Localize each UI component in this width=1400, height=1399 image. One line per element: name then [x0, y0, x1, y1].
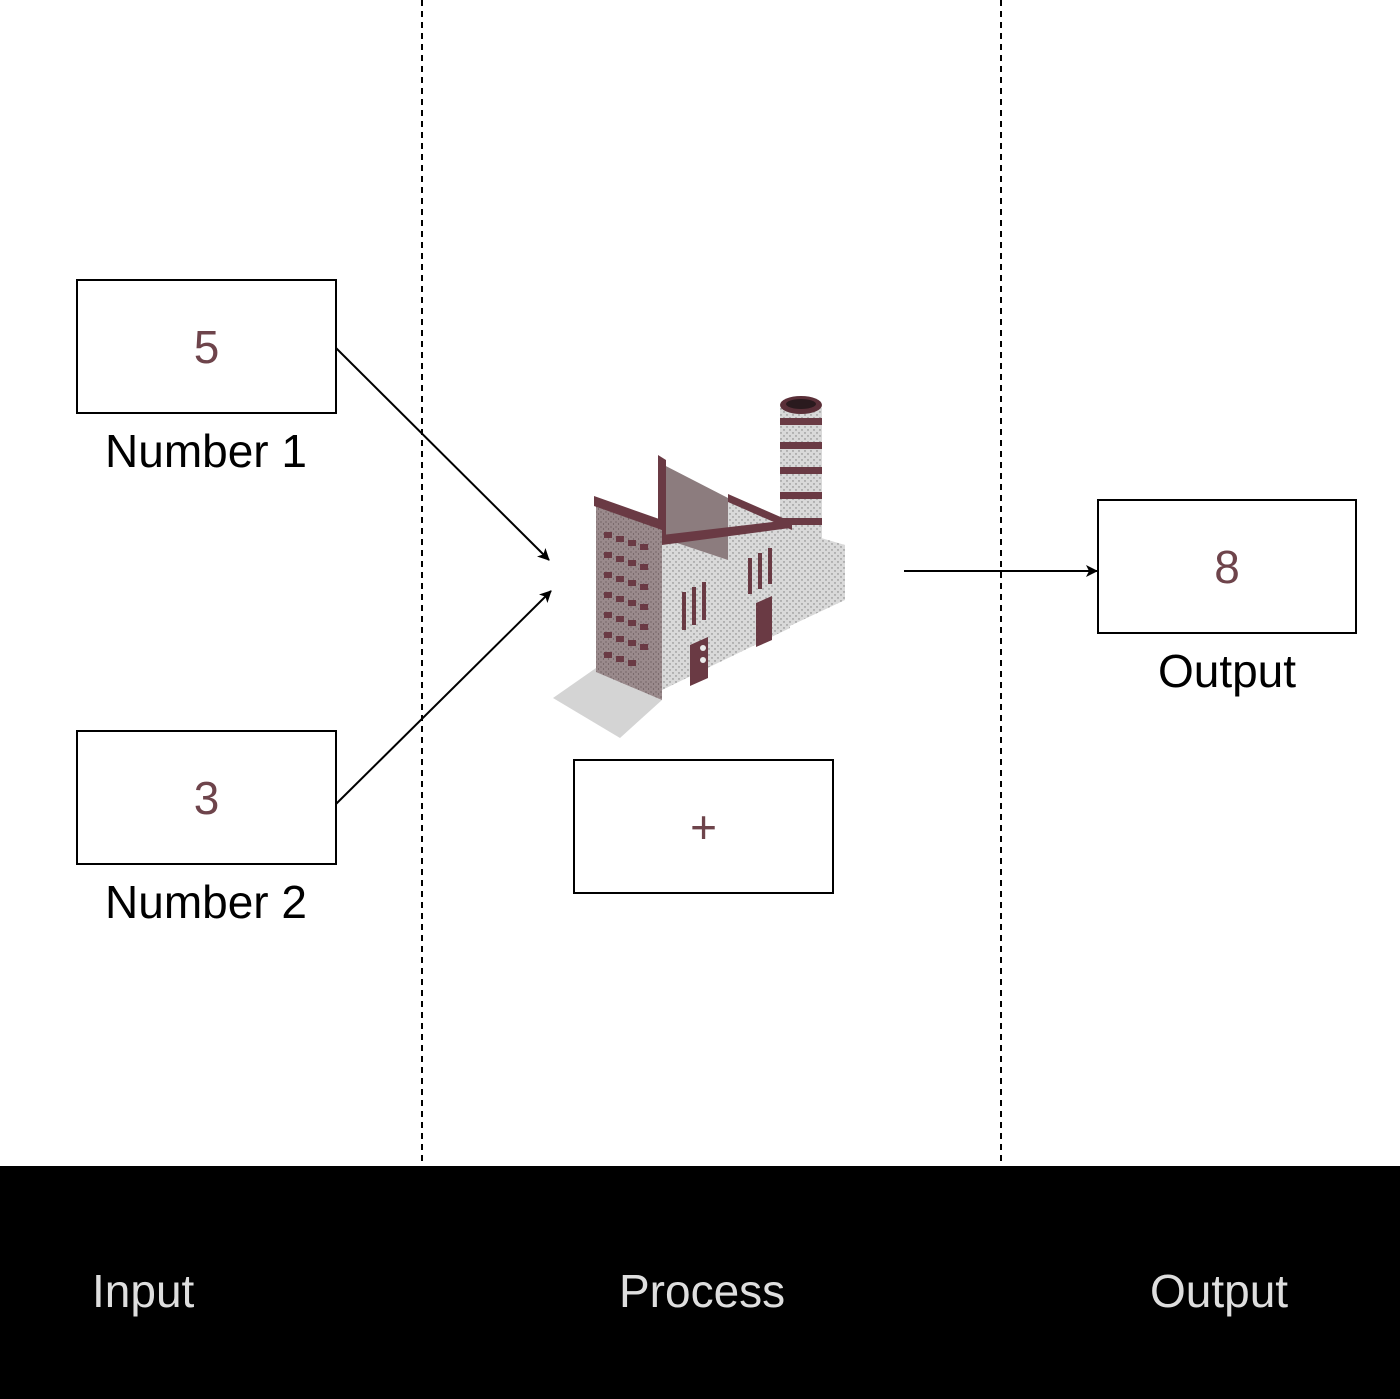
arrow-number2-to-process: [335, 590, 552, 805]
stage-label-input: Input: [92, 1265, 195, 1317]
number2-label: Number 2: [105, 876, 307, 928]
operator-symbol: +: [690, 800, 717, 853]
operator-box: +: [573, 759, 834, 894]
stage-footer: [0, 1166, 1400, 1399]
number1-value: 5: [193, 320, 220, 373]
arrow-number1-to-process: [335, 347, 550, 561]
output-value: 8: [1214, 540, 1240, 593]
output-box: 8: [1097, 499, 1357, 634]
number2-value: 3: [193, 771, 220, 824]
stage-label-output: Output: [1150, 1265, 1289, 1317]
stage-label-process: Process: [619, 1265, 786, 1317]
number1-label: Number 1: [105, 425, 307, 477]
number2-box: 3: [76, 730, 337, 865]
factory-icon: [553, 396, 845, 738]
output-label: Output: [1157, 645, 1297, 697]
number1-box: 5: [76, 279, 337, 414]
